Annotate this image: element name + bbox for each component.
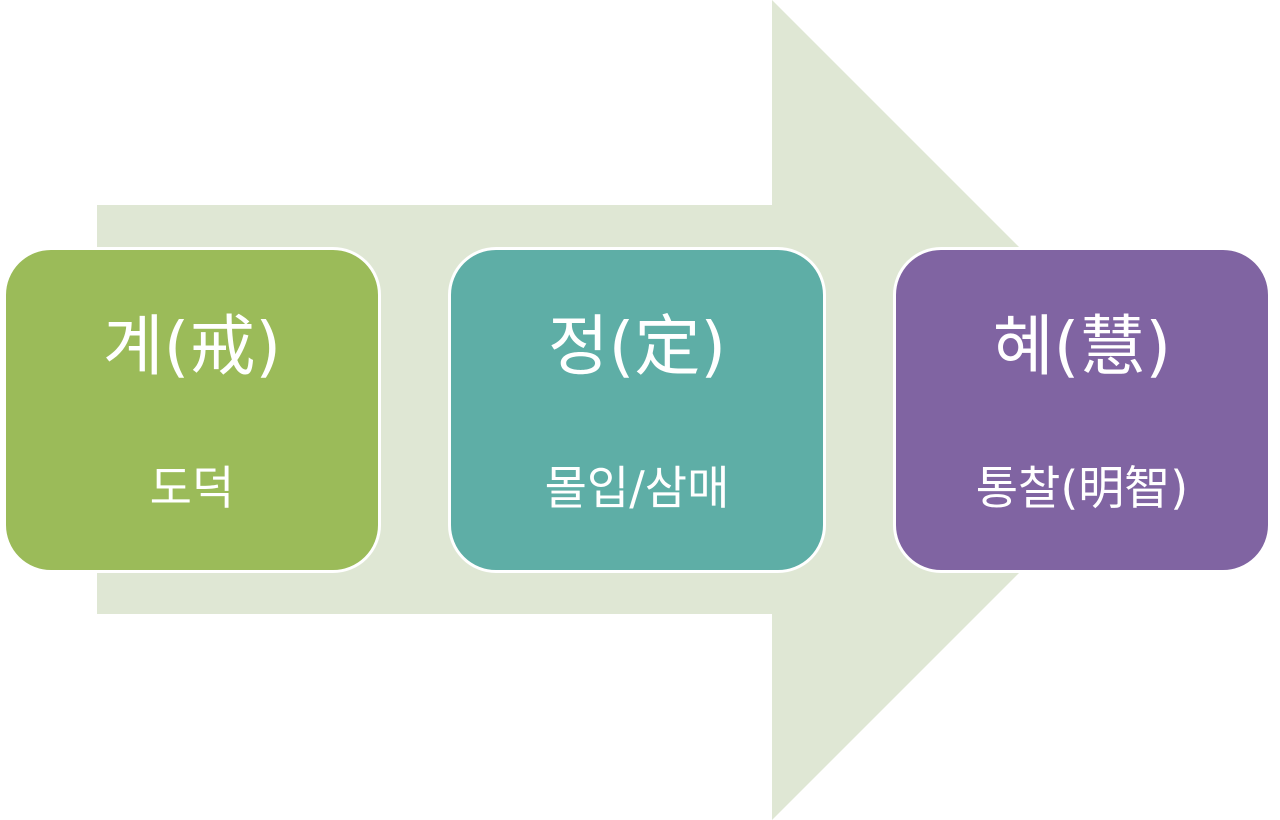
step-title: 혜(慧) bbox=[992, 308, 1172, 385]
step-subtitle: 몰입/삼매 bbox=[544, 461, 730, 515]
step-box-concentration: 정(定) 몰입/삼매 bbox=[448, 247, 826, 573]
step-box-morality: 계(戒) 도덕 bbox=[3, 247, 381, 573]
step-box-wisdom: 혜(慧) 통찰(明智) bbox=[893, 247, 1271, 573]
step-subtitle: 통찰(明智) bbox=[975, 461, 1189, 515]
step-subtitle: 도덕 bbox=[149, 461, 235, 515]
step-title: 정(定) bbox=[547, 308, 727, 385]
step-title: 계(戒) bbox=[102, 308, 282, 385]
